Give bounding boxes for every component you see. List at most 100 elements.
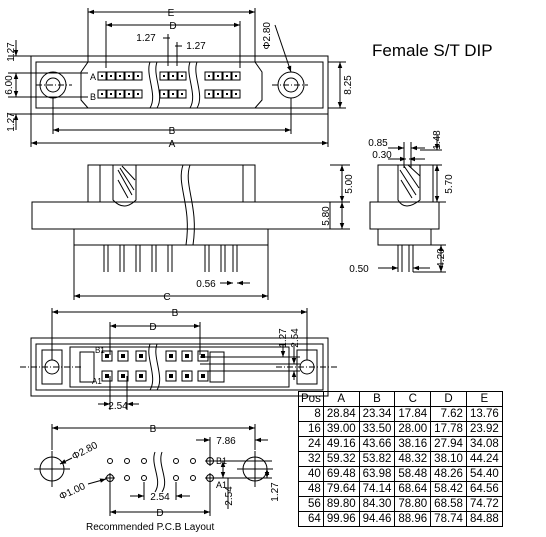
drawing-title: Female S/T DIP bbox=[372, 41, 493, 60]
contact-pin bbox=[217, 75, 219, 77]
end-body bbox=[377, 164, 434, 203]
table-cell: 53.82 bbox=[358, 451, 396, 467]
contact-pin bbox=[119, 75, 121, 77]
table-cell: 27.94 bbox=[430, 436, 467, 452]
dim-label-E: E bbox=[168, 8, 175, 19]
row-label-B1-bottom: B1 bbox=[95, 346, 105, 355]
contact-pin bbox=[163, 75, 165, 77]
dim-label-D-pcb: D bbox=[156, 508, 163, 519]
contact-pin bbox=[235, 93, 237, 95]
table-cell: 13.76 bbox=[465, 406, 503, 422]
table-cell: 88.96 bbox=[394, 511, 432, 527]
header-b: B bbox=[358, 391, 396, 407]
contact-pad bbox=[115, 89, 125, 99]
contact-pin bbox=[235, 75, 237, 77]
table-cell: 68.64 bbox=[394, 481, 432, 497]
contact-pin bbox=[201, 374, 205, 378]
contact-pin bbox=[101, 93, 103, 95]
table-cell: 16 bbox=[298, 421, 324, 437]
header-c: C bbox=[394, 391, 432, 407]
dim-label-127-bottomview: 1.27 bbox=[278, 328, 289, 348]
top-view bbox=[8, 8, 346, 147]
contact-pad bbox=[117, 350, 129, 362]
contact-pin bbox=[110, 93, 112, 95]
contact-pin bbox=[169, 354, 173, 358]
dim-label-B-top: B bbox=[169, 126, 176, 137]
table-cell: 64 bbox=[298, 511, 324, 527]
contact-pin bbox=[185, 354, 189, 358]
table-cell: 84.88 bbox=[465, 511, 503, 527]
table-cell: 23.92 bbox=[465, 421, 503, 437]
table-cell: 58.42 bbox=[430, 481, 467, 497]
row-label-A-top: A bbox=[90, 72, 96, 82]
row-label-A1-bottom: A1 bbox=[92, 377, 102, 386]
contact-pad bbox=[165, 370, 177, 382]
contact-pad bbox=[159, 71, 169, 81]
contact-pad bbox=[204, 89, 214, 99]
table-cell: 68.58 bbox=[430, 496, 467, 512]
dim-label-148: 1.48 bbox=[432, 130, 443, 150]
dim-label-056: 0.56 bbox=[196, 279, 216, 290]
table-cell: 99.96 bbox=[322, 511, 360, 527]
dimension-table-header: Pos A B C D E bbox=[298, 391, 503, 407]
contact-pin bbox=[137, 75, 139, 77]
header-a: A bbox=[322, 391, 360, 407]
contact-pad bbox=[222, 89, 232, 99]
contact-pad bbox=[231, 71, 241, 81]
table-cell: 48.32 bbox=[394, 451, 432, 467]
dim-label-A-top: A bbox=[169, 139, 176, 150]
side-body bbox=[87, 164, 256, 203]
bottom-contact-grid bbox=[101, 350, 209, 382]
header-d: D bbox=[430, 391, 467, 407]
top-contact-housing bbox=[80, 61, 263, 109]
dim-label-825: 8.25 bbox=[343, 75, 354, 95]
table-cell: 34.08 bbox=[465, 436, 503, 452]
contact-pad bbox=[124, 71, 134, 81]
contact-pin bbox=[139, 374, 143, 378]
contact-pin bbox=[181, 75, 183, 77]
dim-label-500: 5.00 bbox=[344, 174, 355, 194]
dim-label-127-top: 1.27 bbox=[6, 42, 17, 62]
dim-label-B-pcb: B bbox=[150, 424, 157, 435]
table-cell: 56 bbox=[298, 496, 324, 512]
contact-pad bbox=[106, 89, 116, 99]
table-cell: 84.30 bbox=[358, 496, 396, 512]
contact-pin bbox=[101, 75, 103, 77]
table-cell: 38.10 bbox=[430, 451, 467, 467]
contact-pad bbox=[106, 71, 116, 81]
table-cell: 17.84 bbox=[394, 406, 432, 422]
table-cell: 40 bbox=[298, 466, 324, 482]
contact-pad bbox=[213, 71, 223, 81]
contact-pad bbox=[177, 71, 187, 81]
end-hatched-cable bbox=[397, 165, 421, 207]
contact-pad bbox=[135, 350, 147, 362]
contact-pad bbox=[213, 89, 223, 99]
dim-label-420: 4.20 bbox=[436, 248, 447, 268]
table-cell: 78.74 bbox=[430, 511, 467, 527]
contact-pad bbox=[101, 370, 113, 382]
contact-pin bbox=[226, 75, 228, 77]
contact-pad bbox=[181, 370, 193, 382]
row-label-A1-pcb: A1 bbox=[216, 480, 227, 490]
dim-label-D-bottom: D bbox=[149, 322, 156, 333]
contact-pin bbox=[172, 93, 174, 95]
row-label-B1-pcb: B1 bbox=[216, 456, 227, 466]
contact-pin bbox=[128, 93, 130, 95]
dim-label-127-bottom: 1.27 bbox=[6, 112, 17, 132]
contact-pin bbox=[169, 374, 173, 378]
table-cell: 39.00 bbox=[322, 421, 360, 437]
table-cell: 38.16 bbox=[394, 436, 432, 452]
end-view bbox=[369, 135, 446, 273]
table-cell: 33.50 bbox=[358, 421, 396, 437]
dim-label-254-pcb-v: 2.54 bbox=[224, 486, 235, 506]
table-cell: 49.16 bbox=[322, 436, 360, 452]
dim-label-254-pcb-h: 2.54 bbox=[150, 492, 170, 503]
bottom-view bbox=[20, 308, 338, 410]
